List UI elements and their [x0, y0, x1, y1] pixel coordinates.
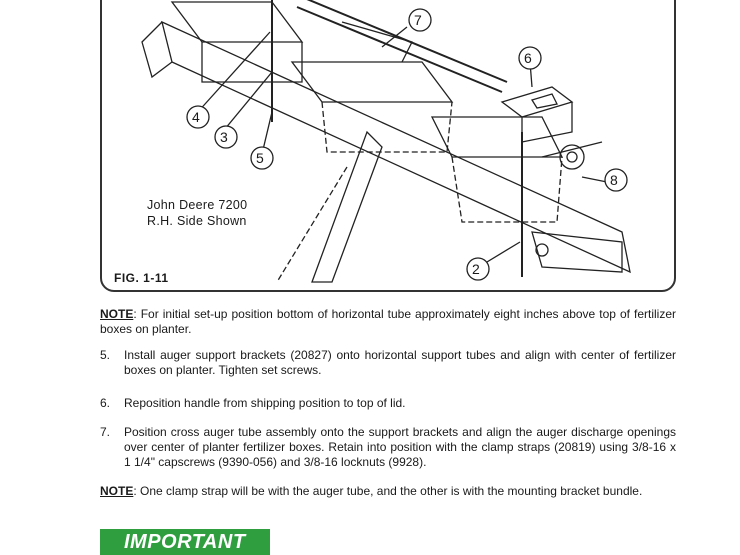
callout-2: 2: [472, 261, 480, 277]
figure-frame: 7 6 4 3 5 8 2 John Deere 7200 R.H. Side …: [100, 0, 676, 292]
step-number: 7.: [100, 425, 111, 439]
step-text: Install auger support brackets (20827) o…: [124, 348, 676, 377]
important-banner: IMPORTANT: [100, 529, 270, 555]
callout-4: 4: [192, 109, 200, 125]
step-text: Position cross auger tube assembly onto …: [124, 425, 676, 469]
note-clamp-strap: NOTE: One clamp strap will be with the a…: [100, 484, 676, 499]
step-number: 6.: [100, 396, 111, 410]
figure-label: FIG. 1-11: [114, 271, 169, 285]
note-label: NOTE: [100, 307, 134, 321]
note-text: : For initial set-up position bottom of …: [100, 307, 676, 336]
callout-8: 8: [610, 172, 618, 188]
figure-caption-side: R.H. Side Shown: [147, 214, 247, 228]
note-text: : One clamp strap will be with the auger…: [133, 484, 643, 498]
figure-caption-model: John Deere 7200: [147, 198, 248, 212]
callout-5: 5: [256, 150, 264, 166]
step-number: 5.: [100, 348, 111, 362]
callout-7: 7: [414, 12, 422, 28]
callout-6: 6: [524, 50, 532, 66]
note-label: NOTE: [100, 484, 134, 498]
step-text: Reposition handle from shipping position…: [124, 396, 406, 410]
planter-illustration: [141, 0, 631, 283]
callout-3: 3: [220, 129, 228, 145]
note-initial-setup: NOTE: For initial set-up position bottom…: [100, 307, 676, 337]
